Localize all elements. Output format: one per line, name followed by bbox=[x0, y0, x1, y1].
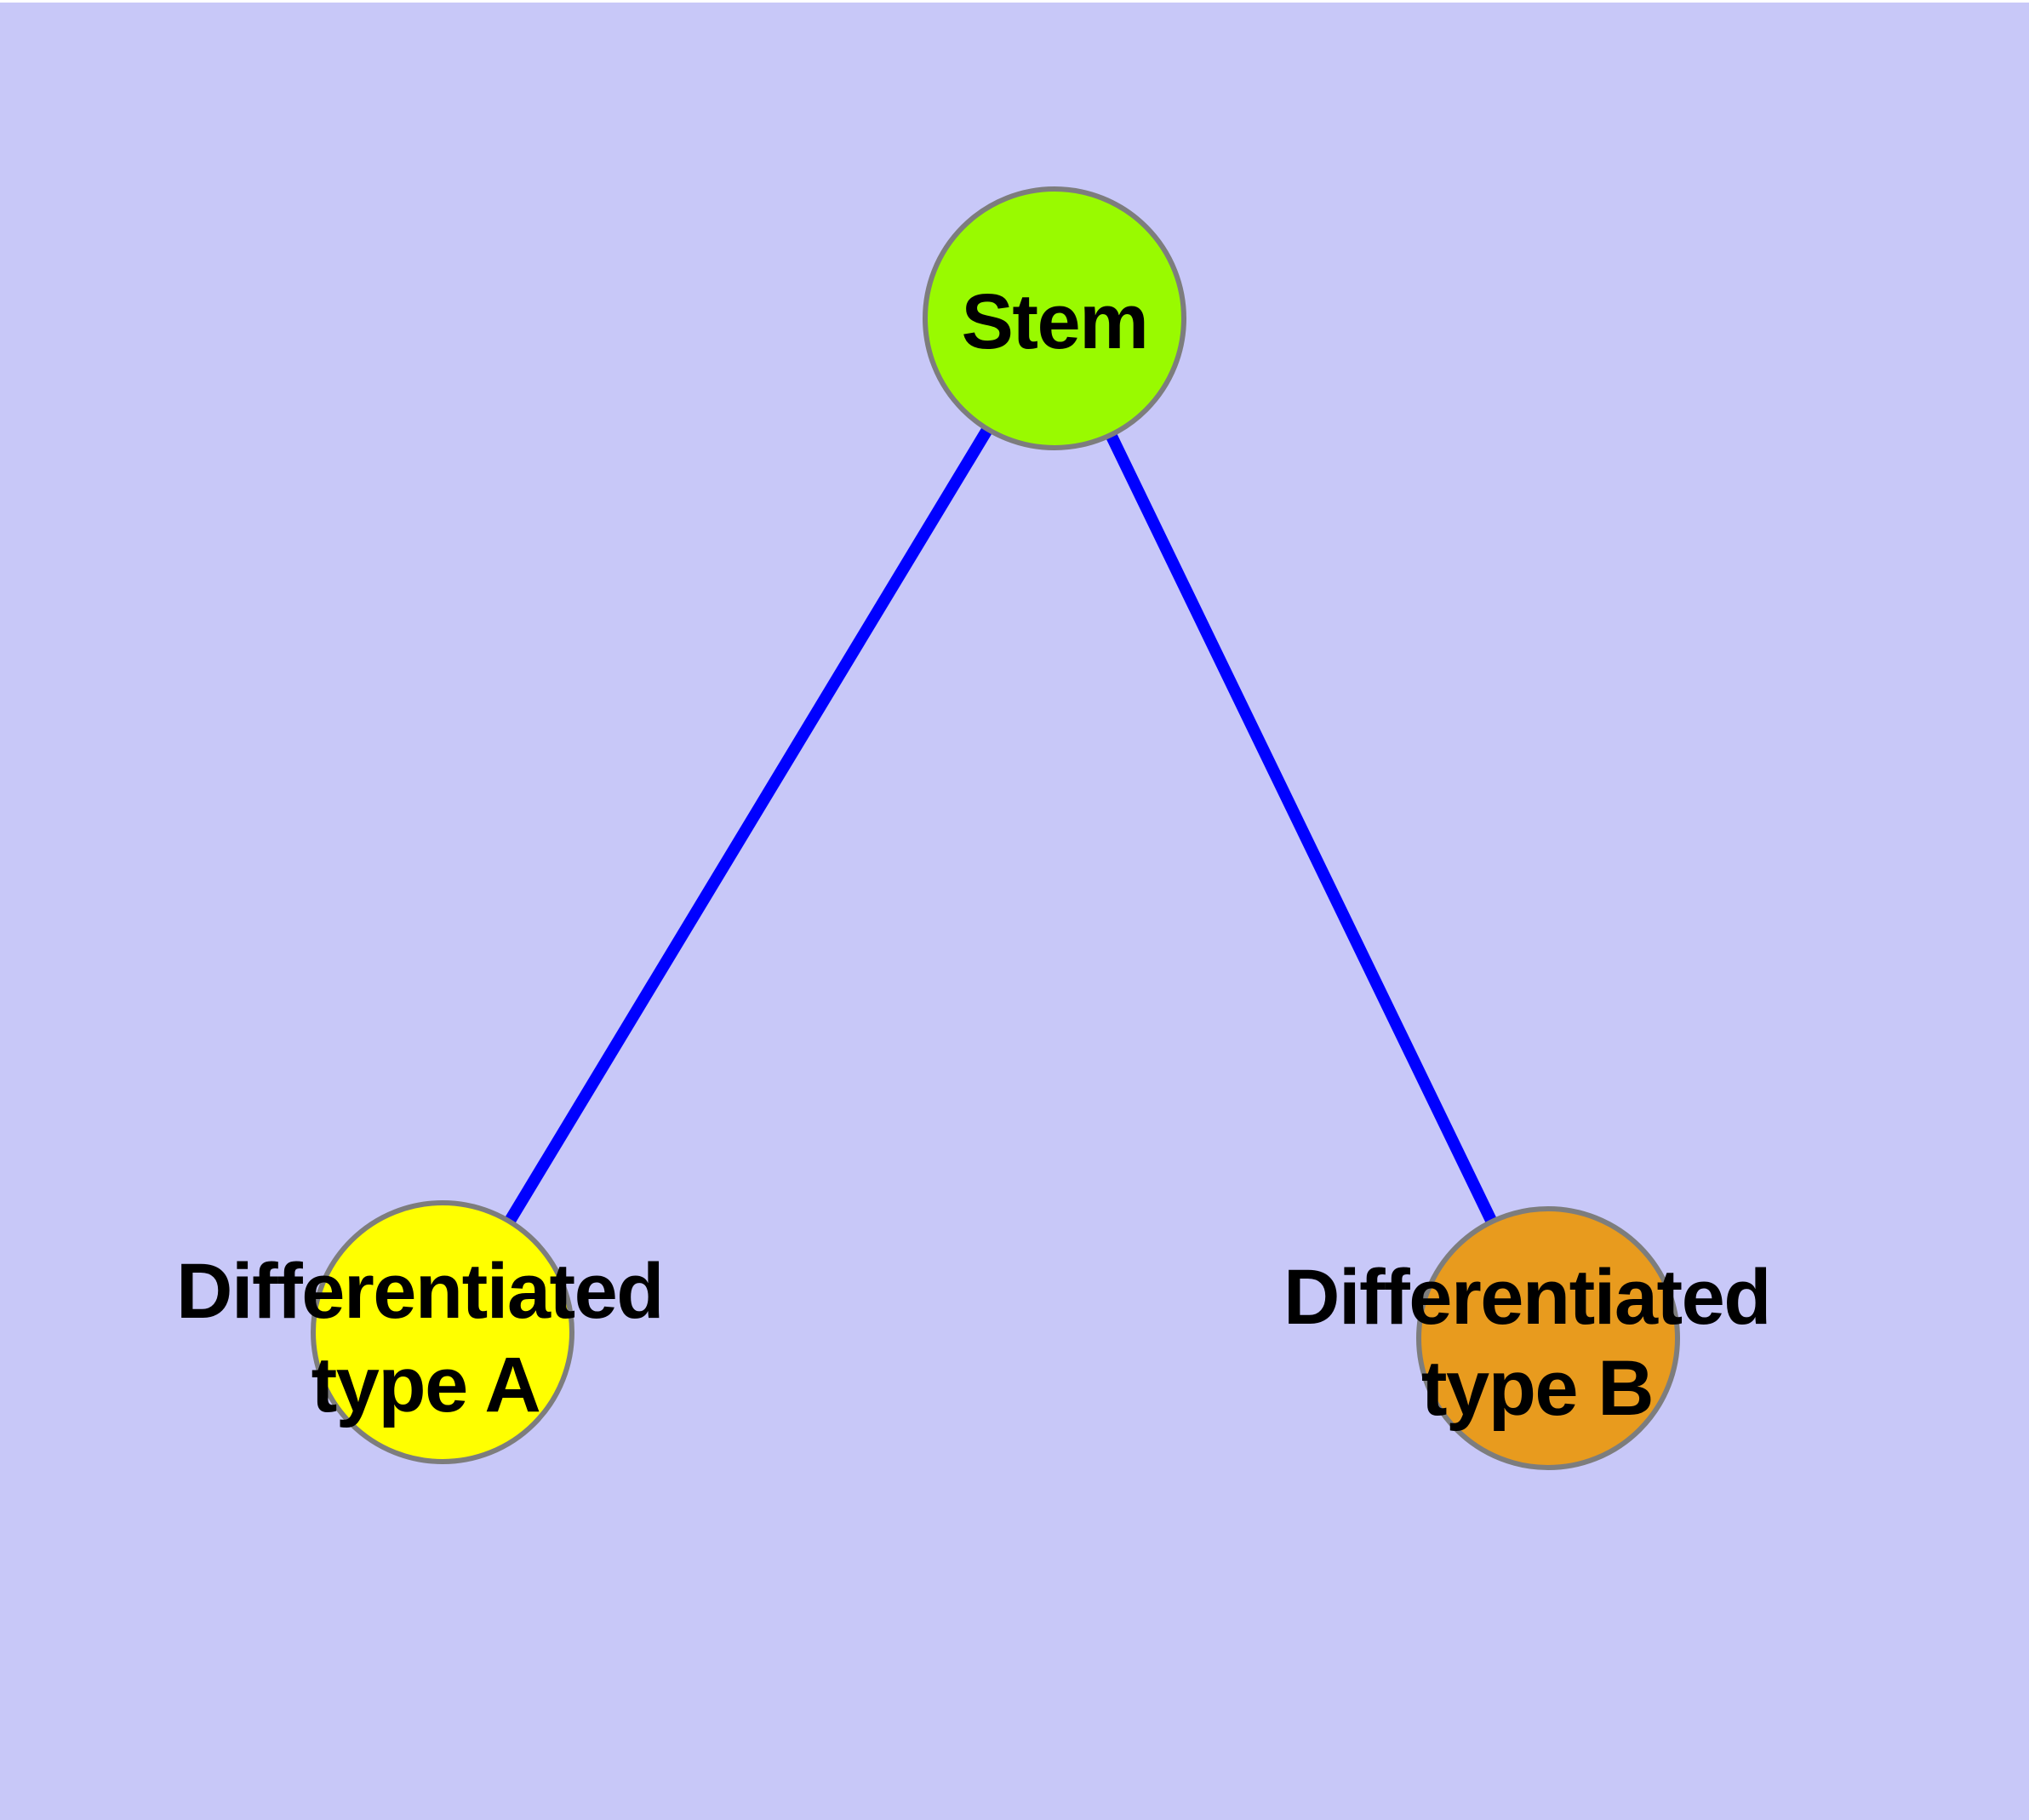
node-stem-label: Stem bbox=[962, 278, 1148, 365]
node-differentiated-type-a bbox=[311, 1200, 574, 1464]
edge-stem-to-type-b bbox=[1049, 315, 1554, 1342]
node-type-a-label-line1: Differentiated bbox=[176, 1248, 663, 1335]
node-type-b-label-line2: type B bbox=[1421, 1345, 1653, 1432]
node-differentiated-type-b bbox=[1416, 1206, 1680, 1470]
edge-stem-to-type-a bbox=[437, 315, 1060, 1336]
node-type-a-label-line2: type A bbox=[311, 1342, 540, 1428]
node-stem bbox=[923, 186, 1186, 450]
node-type-b-label-line1: Differentiated bbox=[1283, 1254, 1770, 1341]
